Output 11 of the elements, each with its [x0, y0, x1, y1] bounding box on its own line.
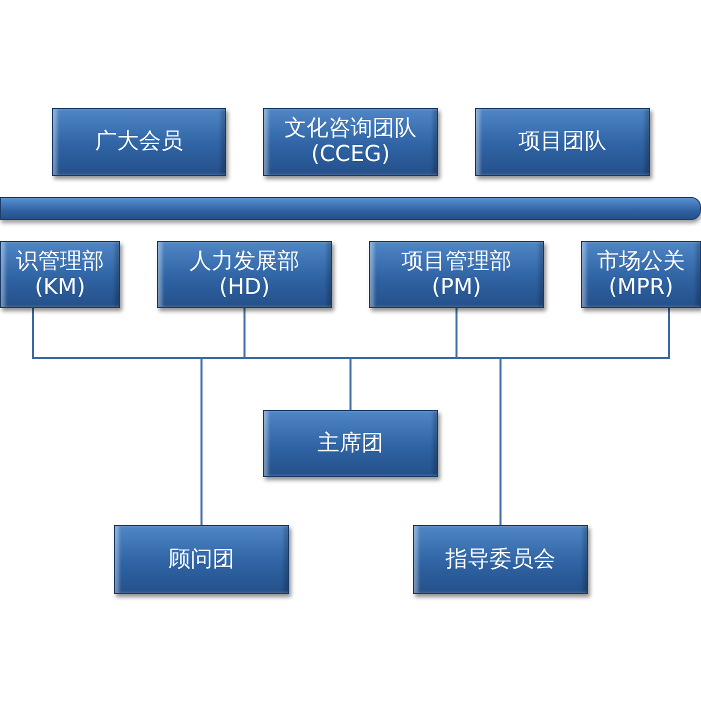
org-box: 人力发展部 (HD)	[157, 241, 332, 308]
org-box: 项目团队	[475, 108, 650, 176]
org-box: 项目管理部 (PM)	[369, 241, 544, 308]
org-box: 顾问团	[114, 525, 289, 594]
org-box: 市场公关 (MPR)	[581, 241, 701, 308]
header-bar	[0, 197, 701, 220]
org-box: 识管理部 (KM)	[0, 241, 120, 308]
org-box: 文化咨询团队 (CCEG)	[263, 108, 438, 176]
org-box: 广大会员	[52, 108, 226, 176]
org-box: 指导委员会	[413, 525, 588, 594]
org-box: 主席团	[263, 410, 438, 477]
